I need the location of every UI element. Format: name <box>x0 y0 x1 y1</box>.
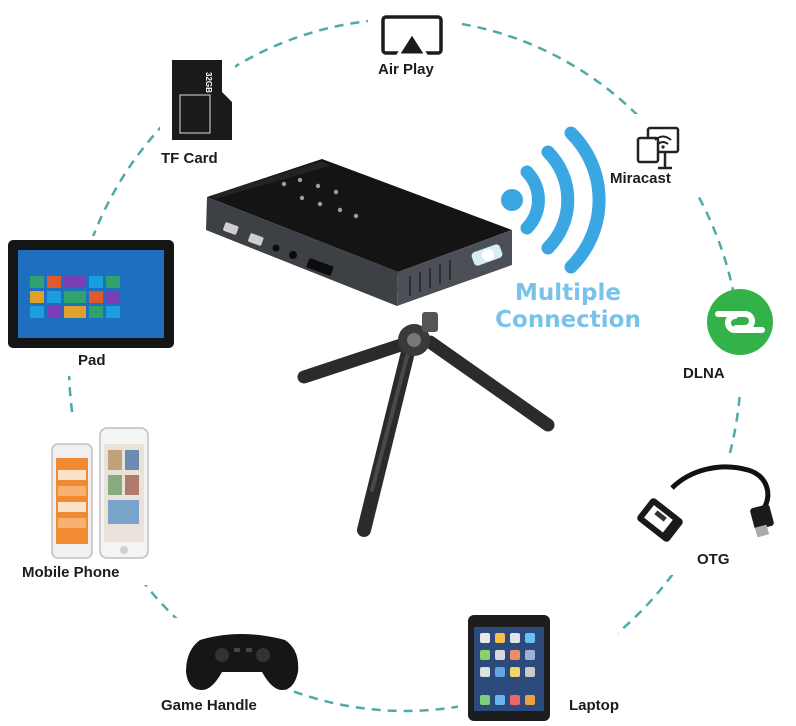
otg-cable-icon <box>637 464 774 542</box>
mini-projector <box>206 159 512 306</box>
tablet-icon <box>468 615 550 721</box>
sd-card-icon: 32GB <box>172 60 232 140</box>
tripod <box>297 312 555 537</box>
label-laptop: Laptop <box>569 697 619 714</box>
windows-tablet-icon <box>8 240 174 348</box>
headline-line-1: Multiple <box>515 280 621 306</box>
label-mobile-phone: Mobile Phone <box>22 564 120 581</box>
label-air-play: Air Play <box>378 61 434 78</box>
headline-line-2: Connection <box>495 307 641 333</box>
dlna-icon <box>707 289 773 355</box>
label-otg: OTG <box>697 551 730 568</box>
label-tf-card: TF Card <box>161 150 218 167</box>
gamepad-icon <box>186 634 299 690</box>
label-dlna: DLNA <box>683 365 725 382</box>
smartphones-icon <box>51 427 149 559</box>
label-pad: Pad <box>78 352 106 369</box>
miracast-icon <box>636 126 680 170</box>
tf-card-capacity: 32GB <box>204 72 213 93</box>
wifi-waves-icon <box>501 126 606 274</box>
label-miracast: Miracast <box>610 170 671 187</box>
airplay-icon <box>381 15 443 57</box>
label-game-handle: Game Handle <box>161 697 257 714</box>
headline: Multiple Connection <box>483 280 653 334</box>
